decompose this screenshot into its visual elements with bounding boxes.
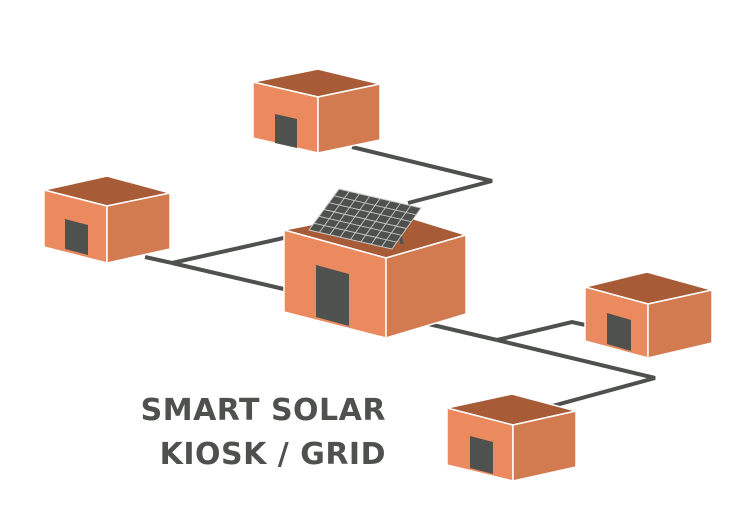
door (275, 114, 297, 148)
house-top (252, 68, 381, 154)
solar-panel (308, 188, 422, 250)
kiosk-door (316, 265, 349, 326)
door (65, 219, 88, 255)
cable-top-house (351, 145, 493, 205)
solar-panel-cell-divider (313, 222, 397, 243)
kiosk-side-wall (385, 234, 467, 339)
cable-right-house (496, 319, 591, 342)
caption-line-2: KIOSK / GRID (159, 437, 386, 472)
cable-trunk (419, 320, 498, 342)
house-left (43, 175, 171, 264)
cable-bottom-house (496, 338, 656, 410)
solar-panel-cell-divider (323, 209, 407, 229)
grid-cables (144, 145, 656, 410)
door (470, 436, 493, 474)
solar-panel-frame (308, 188, 422, 250)
house-bottom (446, 393, 577, 482)
caption-line-1: SMART SOLAR (140, 393, 386, 428)
solar-panel-cell-divider (318, 215, 402, 236)
door (607, 313, 631, 351)
cable-left-house-branch (171, 261, 289, 292)
house-side-wall (106, 192, 171, 264)
house-side-wall (317, 83, 381, 154)
solar-panel-cell-divider (328, 202, 412, 223)
solar-panel-cell-divider (333, 195, 417, 216)
solar-kiosk (283, 188, 467, 339)
house-right (584, 271, 713, 359)
house-side-wall (512, 410, 577, 482)
house-side-wall (647, 289, 713, 359)
